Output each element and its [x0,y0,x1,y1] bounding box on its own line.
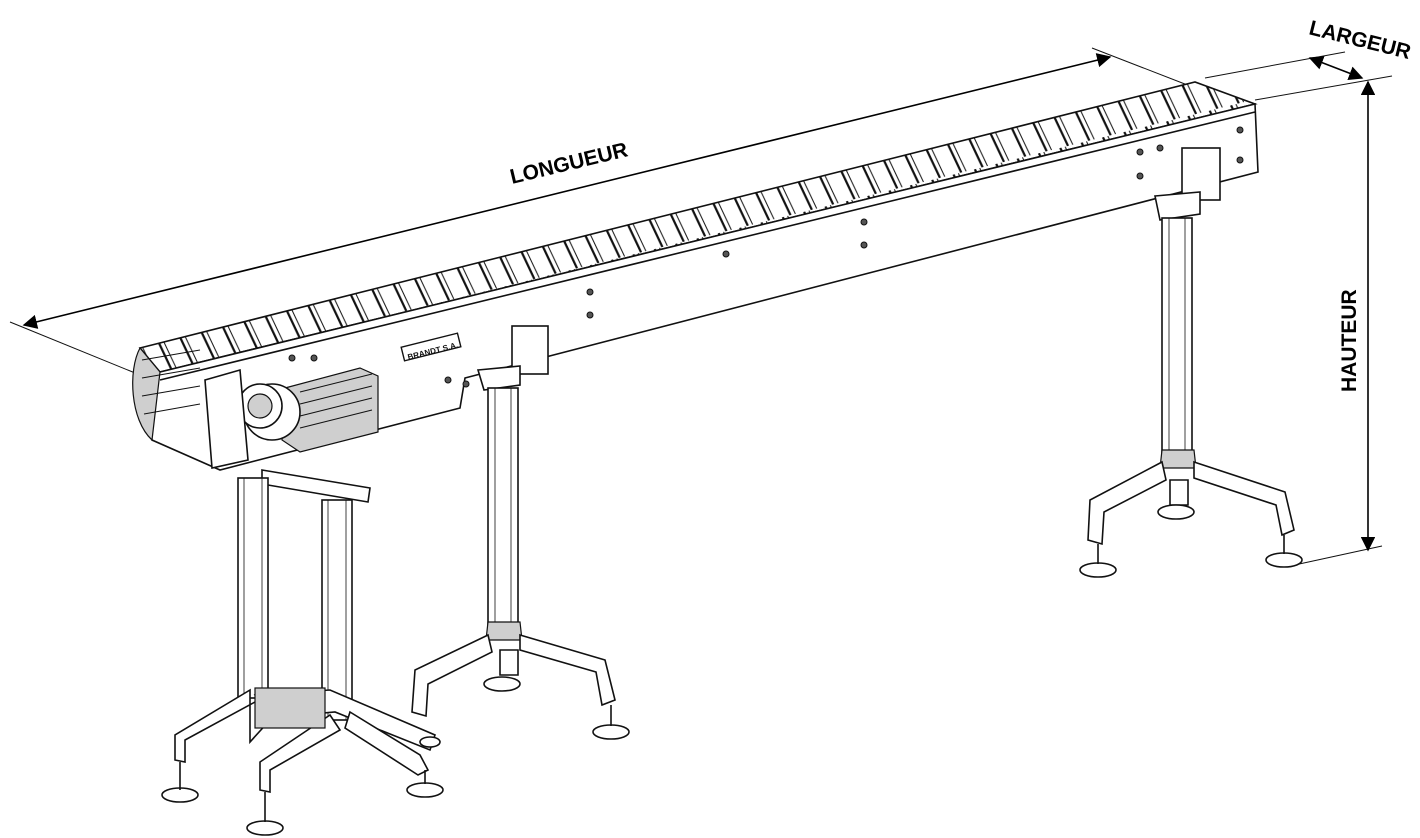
foot-pad [1079,562,1117,578]
width-arrow [1308,55,1364,81]
foot-pad [1157,504,1195,520]
height-label: HAUTEUR [1338,289,1361,392]
foot-pad [1265,552,1303,568]
leg-column-a [237,477,269,699]
width-extension-line-front [1254,75,1393,101]
leg-head [476,365,521,391]
leg-foot-arm [1193,460,1295,537]
cross-brace [254,687,326,729]
length-extension-line-right [1091,47,1191,87]
output-shaft [247,393,273,419]
conveyor-frame: BRANDT S.A. [132,81,1259,471]
foot-pad [592,724,630,740]
width-dimension: LARGEUR [1204,17,1413,101]
motor-body [281,367,379,453]
tail-bracket [1181,147,1221,201]
leg-foot-arm [411,633,493,718]
length-extension-line-left [9,321,141,376]
foot-pad [483,676,521,692]
slat-belt [138,81,1258,373]
foot-pad [406,782,444,798]
foot-pad [419,736,441,748]
leg-foot-arm [1087,460,1167,546]
height-dimension: HAUTEUR [1289,80,1383,567]
motor-mount [261,469,371,503]
width-extension-line-back [1204,51,1346,79]
leg-stand-drive-end [161,477,444,836]
leg-column [1161,217,1193,455]
leg-stand-tail-end [1079,191,1303,578]
foot-pad [246,820,284,836]
length-arrow [22,53,1112,329]
width-label: LARGEUR [1307,17,1413,64]
rail-top-edge [159,111,1256,381]
end-slats [141,349,201,415]
foot-pad [161,787,199,803]
gearbox-plate [204,368,249,469]
frame-bolts [288,126,1244,388]
leg-head [1154,191,1201,221]
drive-end-roller [132,346,161,442]
length-label: LONGUEUR [508,138,630,188]
leg-foot-arm [519,633,616,707]
leg-column-b [321,499,353,721]
leg-column [487,387,519,627]
leg-stand-middle [411,365,630,740]
drive-motor [204,367,379,503]
